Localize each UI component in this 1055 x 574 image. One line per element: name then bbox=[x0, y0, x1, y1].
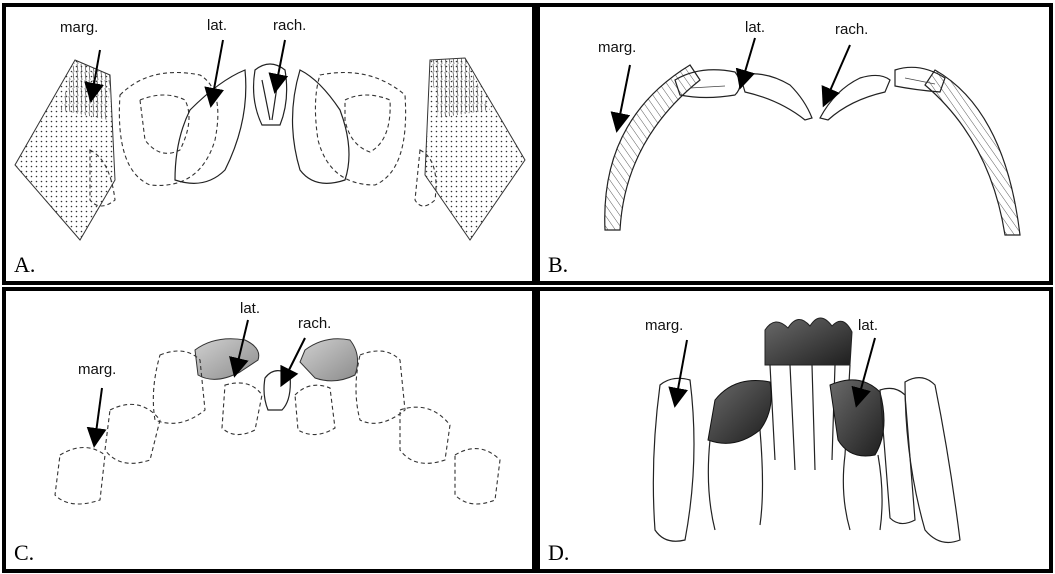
panel-a-callout-lat: lat. bbox=[207, 17, 227, 34]
panel-d-rachidian-cusps bbox=[765, 318, 852, 365]
panel-a-callout-marg: marg. bbox=[60, 19, 98, 36]
panel-d-label: D. bbox=[548, 540, 569, 566]
panel-c-callout-marg: marg. bbox=[78, 361, 116, 378]
panel-c-frame bbox=[4, 289, 534, 571]
panel-a-label: A. bbox=[14, 252, 35, 278]
panel-c-label: C. bbox=[14, 540, 34, 566]
panel-a-callout-rach: rach. bbox=[273, 17, 306, 34]
panel-d-callout-marg: marg. bbox=[645, 317, 683, 334]
panel-b-label: B. bbox=[548, 252, 568, 278]
panel-b-callout-rach: rach. bbox=[835, 21, 868, 38]
panel-d-callout-lat: lat. bbox=[858, 317, 878, 334]
panel-c-callout-lat: lat. bbox=[240, 300, 260, 317]
panel-b-callout-lat: lat. bbox=[745, 19, 765, 36]
panel-b-callout-marg: marg. bbox=[598, 39, 636, 56]
panel-c-callout-rach: rach. bbox=[298, 315, 331, 332]
